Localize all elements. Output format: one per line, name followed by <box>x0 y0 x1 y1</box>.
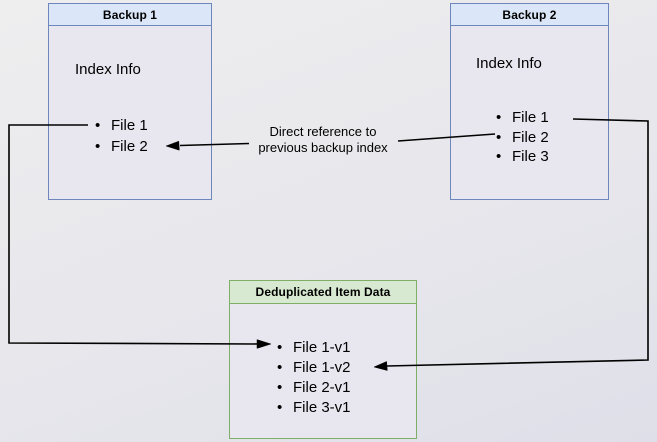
list-item: File 2 <box>496 128 549 148</box>
node-backup1-file-list: File 1 File 2 <box>95 115 148 157</box>
list-item: File 2-v1 <box>277 377 351 397</box>
node-backup2-title: Backup 2 <box>451 4 608 26</box>
list-item: File 3-v1 <box>277 397 351 417</box>
node-backup1-subtitle: Index Info <box>75 61 141 78</box>
node-backup1: Backup 1 Index Info File 1 File 2 <box>48 3 212 200</box>
list-item: File 3 <box>496 147 549 167</box>
node-dedup-file-list: File 1-v1 File 1-v2 File 2-v1 File 3-v1 <box>277 337 351 417</box>
list-item: File 1-v2 <box>277 357 351 377</box>
list-item: File 1 <box>95 115 148 136</box>
node-backup2-file-list: File 1 File 2 File 3 <box>496 108 549 167</box>
list-item: File 1-v1 <box>277 337 351 357</box>
node-backup2-subtitle: Index Info <box>476 55 542 72</box>
node-backup1-title: Backup 1 <box>49 4 211 26</box>
node-dedup-item-data: Deduplicated Item Data File 1-v1 File 1-… <box>229 280 417 439</box>
edge-label-line1: Direct reference to <box>269 124 377 139</box>
node-backup2: Backup 2 Index Info File 1 File 2 File 3 <box>450 3 609 200</box>
edge-label-line2: previous backup index <box>258 140 388 155</box>
node-dedup-title: Deduplicated Item Data <box>230 281 416 304</box>
list-item: File 1 <box>496 108 549 128</box>
list-item: File 2 <box>95 136 148 157</box>
edge-label-direct-reference: Direct reference to previous backup inde… <box>243 124 403 156</box>
